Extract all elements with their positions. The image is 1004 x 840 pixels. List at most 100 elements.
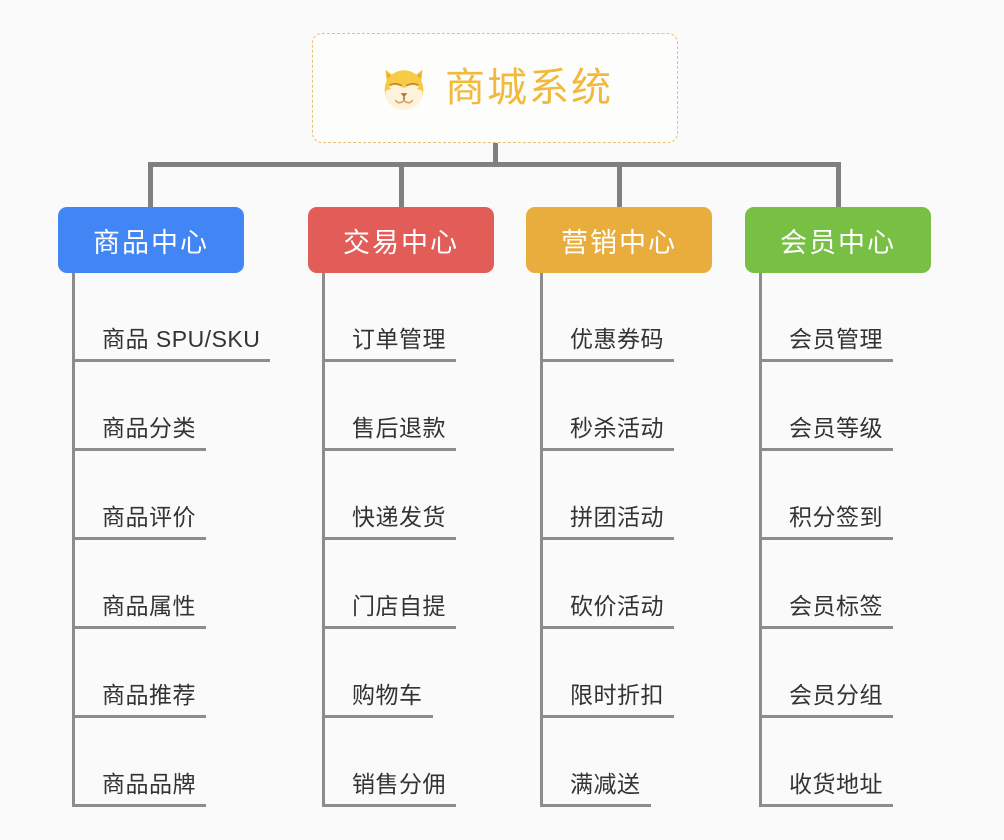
leaf-tree-3: 会员管理 会员等级 积分签到 会员标签 会员分组 收货地址: [759, 273, 931, 807]
leaf-trunk: [322, 273, 325, 807]
category-header-1[interactable]: 交易中心: [308, 207, 494, 273]
leaf-label: 商品品牌: [102, 771, 196, 797]
category-header-3[interactable]: 会员中心: [745, 207, 931, 273]
leaf-item[interactable]: 满减送: [540, 718, 712, 807]
category-label: 交易中心: [343, 227, 459, 258]
leaf-item[interactable]: 商品属性: [72, 540, 244, 629]
leaf-rule: [72, 359, 270, 362]
leaf-item[interactable]: 拼团活动: [540, 451, 712, 540]
leaf-label: 销售分佣: [352, 771, 446, 797]
leaf-rule: [72, 715, 206, 718]
leaf-item[interactable]: 会员等级: [759, 362, 931, 451]
category-header-0[interactable]: 商品中心: [58, 207, 244, 273]
leaf-label: 商品分类: [102, 415, 196, 441]
category-label: 会员中心: [780, 227, 896, 258]
leaf-rule: [72, 537, 206, 540]
leaf-item[interactable]: 商品推荐: [72, 629, 244, 718]
leaf-item[interactable]: 限时折扣: [540, 629, 712, 718]
leaf-rule: [72, 448, 206, 451]
leaf-label: 收货地址: [789, 771, 883, 797]
leaf-rule: [72, 804, 206, 807]
leaf-trunk: [72, 273, 75, 807]
leaf-label: 满减送: [570, 771, 641, 797]
connector-drop-1: [399, 162, 404, 208]
leaf-label: 积分签到: [789, 504, 883, 530]
leaf-item[interactable]: 商品评价: [72, 451, 244, 540]
leaf-trunk: [540, 273, 543, 807]
leaf-tree-1: 订单管理 售后退款 快递发货 门店自提 购物车 销售分佣: [322, 273, 494, 807]
leaf-item[interactable]: 秒杀活动: [540, 362, 712, 451]
leaf-label: 限时折扣: [570, 682, 664, 708]
leaf-rule: [540, 804, 651, 807]
leaf-rule: [322, 448, 456, 451]
leaf-rule: [322, 626, 456, 629]
leaf-label: 优惠券码: [570, 326, 664, 352]
leaf-rule: [540, 359, 674, 362]
leaf-item[interactable]: 销售分佣: [322, 718, 494, 807]
leaf-rule: [322, 804, 456, 807]
leaf-rule: [322, 537, 456, 540]
leaf-rule: [322, 715, 433, 718]
leaf-item[interactable]: 商品品牌: [72, 718, 244, 807]
leaf-label: 订单管理: [352, 326, 446, 352]
connector-drop-3: [836, 162, 841, 208]
leaf-rule: [540, 537, 674, 540]
leaf-item[interactable]: 商品 SPU/SKU: [72, 273, 270, 362]
category-column-0: 商品中心 商品 SPU/SKU 商品分类 商品评价 商品属性 商品推荐: [58, 207, 270, 807]
connector-drop-2: [617, 162, 622, 208]
leaf-label: 商品评价: [102, 504, 196, 530]
leaf-trunk: [759, 273, 762, 807]
leaf-item[interactable]: 商品分类: [72, 362, 244, 451]
connector-stem: [493, 143, 498, 167]
leaf-item[interactable]: 订单管理: [322, 273, 494, 362]
leaf-rule: [322, 359, 456, 362]
leaf-item[interactable]: 会员标签: [759, 540, 931, 629]
leaf-rule: [540, 448, 674, 451]
category-label: 营销中心: [561, 227, 677, 258]
category-header-2[interactable]: 营销中心: [526, 207, 712, 273]
leaf-label: 商品属性: [102, 593, 196, 619]
leaf-rule: [759, 626, 893, 629]
leaf-item[interactable]: 售后退款: [322, 362, 494, 451]
leaf-label: 会员分组: [789, 682, 883, 708]
leaf-label: 会员标签: [789, 593, 883, 619]
leaf-label: 会员管理: [789, 326, 883, 352]
leaf-label: 门店自提: [352, 593, 446, 619]
category-column-2: 营销中心 优惠券码 秒杀活动 拼团活动 砍价活动 限时折扣: [526, 207, 712, 807]
leaf-rule: [759, 448, 893, 451]
leaf-item[interactable]: 快递发货: [322, 451, 494, 540]
leaf-tree-0: 商品 SPU/SKU 商品分类 商品评价 商品属性 商品推荐 商品品牌: [72, 273, 270, 807]
connector-drop-0: [148, 162, 153, 208]
leaf-label: 售后退款: [352, 415, 446, 441]
root-node[interactable]: 商城系统: [312, 33, 678, 143]
leaf-rule: [759, 804, 893, 807]
leaf-item[interactable]: 会员管理: [759, 273, 931, 362]
leaf-tree-2: 优惠券码 秒杀活动 拼团活动 砍价活动 限时折扣 满减送: [540, 273, 712, 807]
leaf-item[interactable]: 积分签到: [759, 451, 931, 540]
dog-face-icon: [384, 69, 424, 110]
leaf-label: 快递发货: [352, 504, 446, 530]
leaf-label: 砍价活动: [570, 593, 664, 619]
leaf-label: 会员等级: [789, 415, 883, 441]
leaf-rule: [72, 626, 206, 629]
leaf-item[interactable]: 优惠券码: [540, 273, 712, 362]
leaf-rule: [759, 537, 893, 540]
category-column-3: 会员中心 会员管理 会员等级 积分签到 会员标签 会员分组: [745, 207, 931, 807]
leaf-label: 秒杀活动: [570, 415, 664, 441]
leaf-label: 商品推荐: [102, 682, 196, 708]
leaf-label: 拼团活动: [570, 504, 664, 530]
leaf-rule: [540, 626, 674, 629]
root-title: 商城系统: [445, 66, 613, 110]
leaf-label: 商品 SPU/SKU: [102, 326, 261, 352]
leaf-rule: [540, 715, 674, 718]
connector-bus: [148, 162, 841, 167]
leaf-item[interactable]: 砍价活动: [540, 540, 712, 629]
leaf-rule: [759, 359, 893, 362]
leaf-item[interactable]: 会员分组: [759, 629, 931, 718]
category-column-1: 交易中心 订单管理 售后退款 快递发货 门店自提 购物车: [308, 207, 494, 807]
leaf-item[interactable]: 收货地址: [759, 718, 931, 807]
leaf-item[interactable]: 门店自提: [322, 540, 494, 629]
leaf-item[interactable]: 购物车: [322, 629, 494, 718]
leaf-rule: [759, 715, 893, 718]
